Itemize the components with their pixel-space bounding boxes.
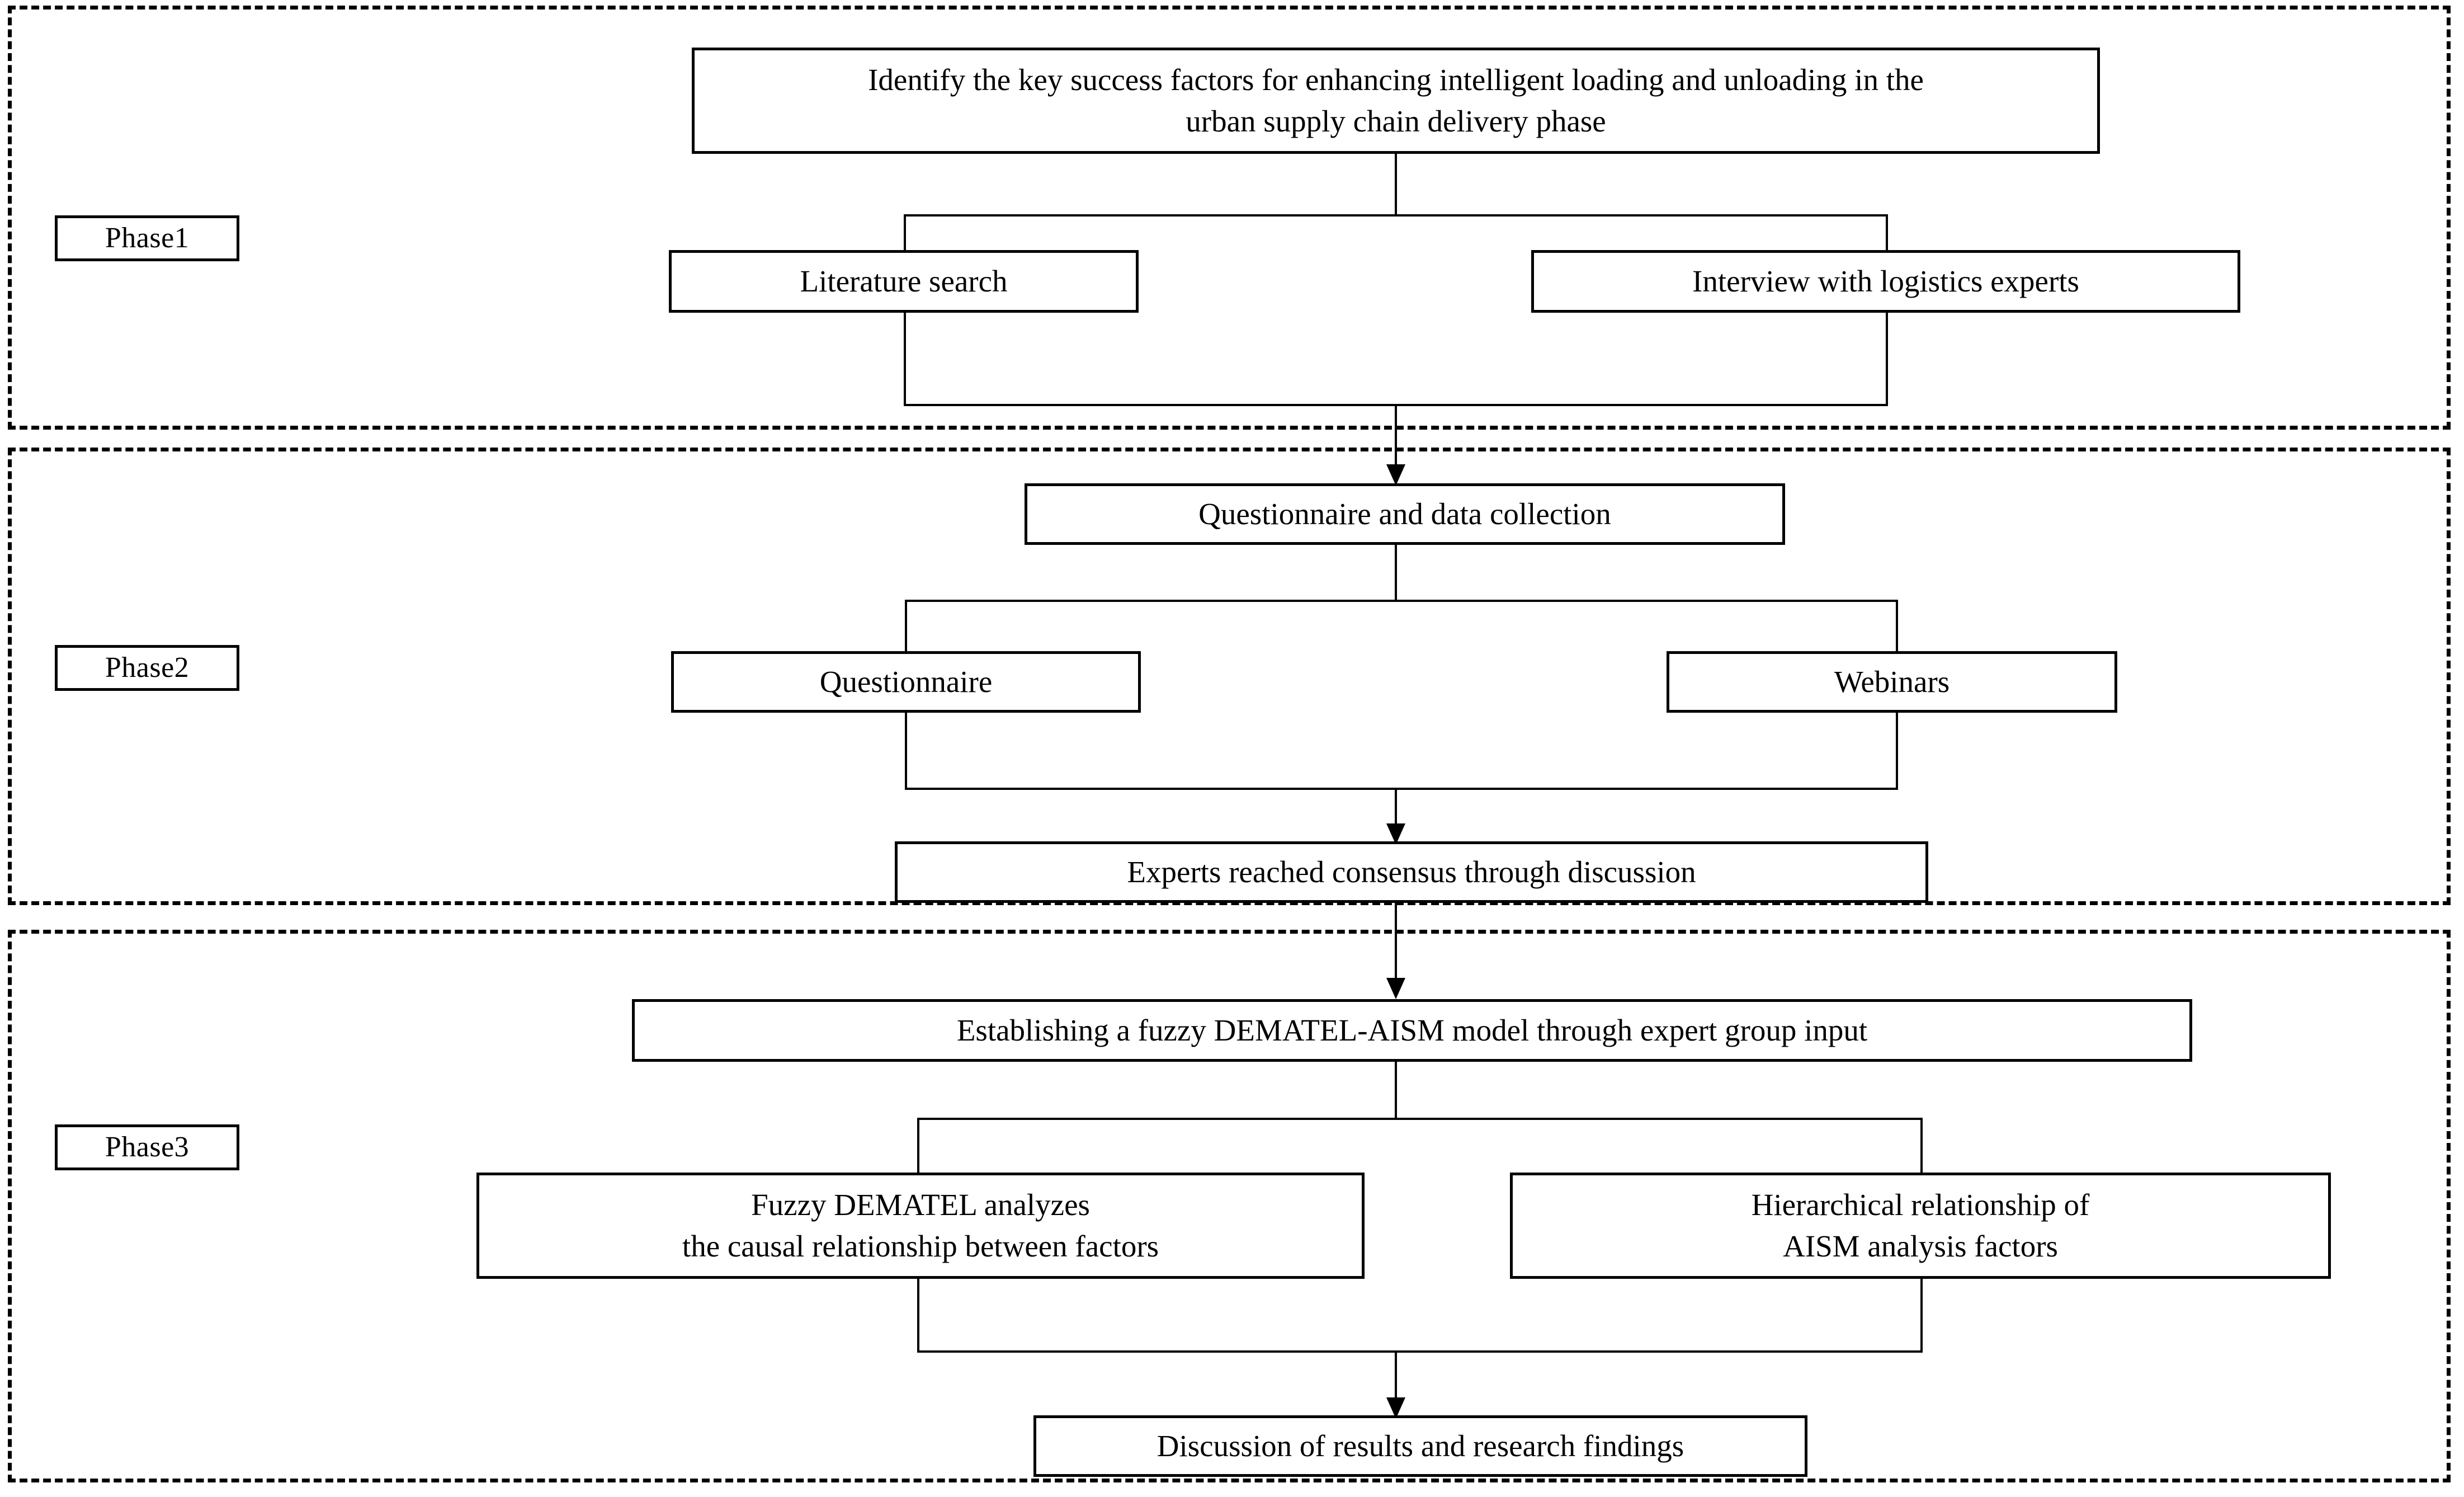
phase1-left-node-text: Literature search bbox=[800, 263, 1008, 298]
phase1-right-node: Interview with logistics experts bbox=[1531, 250, 2240, 313]
phase3-top-node: Establishing a fuzzy DEMATEL-AISM model … bbox=[632, 999, 2192, 1062]
phase2-to-bottom-line bbox=[1395, 788, 1397, 828]
phase2-label-box: Phase2 bbox=[55, 645, 239, 691]
phase3-merge-bus bbox=[917, 1350, 1923, 1353]
phase1-right-node-text: Interview with logistics experts bbox=[1692, 263, 2079, 298]
phase2-label-text: Phase2 bbox=[105, 652, 190, 684]
phase1-top-stub bbox=[1395, 154, 1397, 215]
phase1-label-box: Phase1 bbox=[55, 215, 239, 261]
phase1-merge-right-rise bbox=[1886, 313, 1888, 405]
phase3-top-stub bbox=[1395, 1062, 1397, 1119]
phase1-top-node-text: Identify the key success factors for enh… bbox=[868, 62, 1924, 138]
phase1-merge-left-rise bbox=[904, 313, 906, 405]
phase2-right-node: Webinars bbox=[1667, 651, 2117, 713]
phase3-panel bbox=[8, 930, 2451, 1482]
phase3-label-text: Phase3 bbox=[105, 1131, 190, 1164]
phase1-top-node: Identify the key success factors for enh… bbox=[692, 48, 2100, 154]
phase3-right-node: Hierarchical relationship of AISM analys… bbox=[1510, 1173, 2331, 1279]
phase3-left-node: Fuzzy DEMATEL analyzes the causal relati… bbox=[476, 1173, 1365, 1279]
phase1-to-phase2-line bbox=[1395, 404, 1397, 468]
phase3-split-bus bbox=[917, 1118, 1923, 1120]
phase2-left-node-text: Questionnaire bbox=[819, 664, 993, 699]
phase2-bottom-node: Experts reached consensus through discus… bbox=[895, 841, 1928, 903]
phase2-split-bus bbox=[905, 600, 1898, 602]
phase1-left-node: Literature search bbox=[669, 250, 1139, 313]
phase2-to-phase3-arrow bbox=[1386, 978, 1405, 999]
phase3-bottom-node: Discussion of results and research findi… bbox=[1033, 1415, 1807, 1477]
phase3-right-node-text: Hierarchical relationship of AISM analys… bbox=[1751, 1187, 2090, 1263]
phase2-split-left-drop bbox=[905, 600, 907, 651]
phase3-merge-right-rise bbox=[1920, 1279, 1923, 1352]
phase1-split-bus bbox=[904, 214, 1888, 216]
phase1-to-phase2-arrow bbox=[1386, 464, 1405, 486]
phase2-top-node: Questionnaire and data collection bbox=[1025, 483, 1785, 545]
phase3-top-node-text: Establishing a fuzzy DEMATEL-AISM model … bbox=[956, 1013, 1868, 1047]
phase1-panel bbox=[8, 6, 2451, 430]
phase2-left-node: Questionnaire bbox=[671, 651, 1141, 713]
phase2-merge-right-rise bbox=[1896, 713, 1898, 789]
phase3-split-left-drop bbox=[917, 1118, 919, 1173]
phase1-split-left-drop bbox=[904, 214, 906, 250]
phase2-panel bbox=[8, 448, 2451, 905]
phase3-to-bottom-arrow bbox=[1386, 1397, 1405, 1419]
phase1-split-right-drop bbox=[1886, 214, 1888, 250]
phase2-bottom-node-text: Experts reached consensus through discus… bbox=[1127, 854, 1696, 889]
phase2-merge-left-rise bbox=[905, 713, 907, 789]
phase3-to-bottom-line bbox=[1395, 1350, 1397, 1402]
phase2-top-stub bbox=[1395, 545, 1397, 601]
phase1-label-text: Phase1 bbox=[105, 222, 190, 255]
phase2-right-node-text: Webinars bbox=[1834, 664, 1950, 699]
phase2-to-phase3-line bbox=[1395, 903, 1397, 981]
phase3-merge-left-rise bbox=[917, 1279, 919, 1352]
phase3-left-node-text: Fuzzy DEMATEL analyzes the causal relati… bbox=[682, 1187, 1159, 1263]
phase3-bottom-node-text: Discussion of results and research findi… bbox=[1157, 1428, 1684, 1463]
phase3-label-box: Phase3 bbox=[55, 1124, 239, 1170]
phase2-top-node-text: Questionnaire and data collection bbox=[1198, 496, 1611, 531]
phase3-split-right-drop bbox=[1920, 1118, 1923, 1173]
phase2-merge-bus bbox=[905, 788, 1898, 790]
phase2-split-right-drop bbox=[1896, 600, 1898, 651]
phase2-to-bottom-arrow bbox=[1386, 823, 1405, 845]
